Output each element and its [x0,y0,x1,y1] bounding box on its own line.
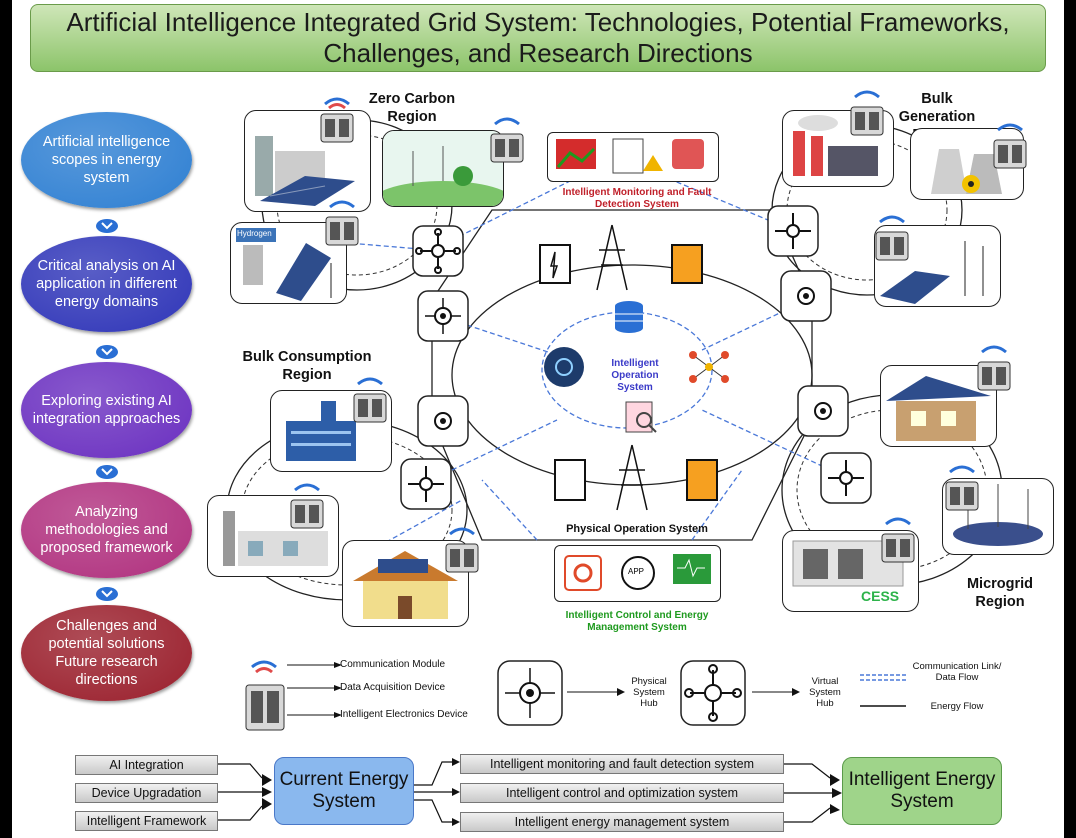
intelligent-device-icon [325,200,359,246]
intelligent-energy-system: Intelligent Energy System [842,757,1002,825]
zero-carbon-region-label: Zero Carbon Region [368,91,456,125]
step-oval-5: Challenges and potential solutions Futur… [21,605,192,701]
physical-hub-icon [797,385,849,437]
database-icon [615,301,643,333]
intelligent-device-icon [320,97,354,143]
chevron-down-icon [96,587,118,601]
step-label-1: Artificial intelligence scopes in energy… [42,134,171,186]
legend-arrow [567,688,625,696]
control-system-label: Intelligent Control and Energy Managemen… [565,610,709,633]
input-device-upgradation: Device Upgradation [75,783,218,803]
chevron-down-icon [96,465,118,479]
microgrid-region-label: Microgrid Region [966,576,1034,610]
step-oval-3: Exploring existing AI integration approa… [21,362,192,458]
intelligent-device-icon [977,345,1011,391]
industrial-building-image [270,390,392,472]
intelligent-device-icon [353,377,387,423]
intelligent-device-icon [875,215,909,261]
step-oval-4: Analyzing methodologies and proposed fra… [21,482,192,578]
legend-energy-flow: Energy Flow [930,701,984,712]
virtual-hub-icon [767,205,819,257]
figure-canvas: Artificial Intelligence Integrated Grid … [12,0,1064,838]
legend-physical-hub-icon [497,660,563,726]
system-management: Intelligent energy management system [460,812,784,832]
step-label-2: Critical analysis on AI application in d… [36,258,177,310]
intelligent-device-icon [290,483,324,529]
intelligent-device-icon [881,517,915,563]
transmission-tower-icon [539,224,703,291]
step-label-5: Challenges and potential solutions Futur… [48,618,165,688]
figure-title: Artificial Intelligence Integrated Grid … [66,7,1010,68]
legend-arrow [752,688,800,696]
chevron-down-icon [96,219,118,233]
legend-data-acquisition: Data Acquisition Device [340,682,446,693]
analytics-icon [625,401,657,433]
legend-ied: Intelligent Electronics Device [340,709,468,720]
factory-image [207,495,339,577]
virtual-hub-icon [400,458,452,510]
transmission-tower-icon [554,444,718,511]
solar-wind-farm-image [874,225,1001,307]
legend-comm-link: Communication Link/ Data Flow [912,661,1002,683]
solar-factory-image [244,110,371,212]
intelligent-device-icon [945,465,979,511]
physical-hub-icon [417,395,469,447]
intelligent-device-icon [993,123,1027,169]
physical-hub-icon [780,270,832,322]
intelligent-device-icon [490,117,524,163]
green-city-image [382,130,504,207]
wind-solar-microgrid-image [942,478,1054,555]
cess-label: CESS [861,588,900,604]
solar-home-image [880,365,997,447]
legend-communication-module: Communication Module [340,659,446,670]
system-control: Intelligent control and optimization sys… [460,783,784,803]
operation-system-label: Intelligent Operation System [611,358,659,393]
legend-device-icon [245,660,342,731]
monitoring-icons-box [547,132,719,182]
input-ai-integration: AI Integration [75,755,218,775]
neural-network-icon [689,351,729,383]
physical-system-label: Physical Operation System [566,523,708,535]
intelligent-device-icon [850,90,884,136]
virtual-hub-icon [820,452,872,504]
power-plant-image [782,110,894,187]
step-oval-2: Critical analysis on AI application in d… [21,236,192,332]
control-icons-box: APP [554,545,721,602]
solar-house-image [342,540,469,627]
step-label-3: Exploring existing AI integration approa… [32,393,181,427]
title-banner: Artificial Intelligence Integrated Grid … [30,4,1046,72]
intelligent-device-icon [445,527,479,573]
legend-line-samples [860,674,906,707]
step-oval-1: Artificial intelligence scopes in energy… [21,112,192,208]
legend-virtual-hub: Virtual System Hub [809,676,841,709]
monitoring-system-label: Intelligent Monitoring and Fault Detecti… [562,187,712,210]
system-monitoring: Intelligent monitoring and fault detecti… [460,754,784,774]
legend-physical-hub: Physical System Hub [631,676,667,709]
step-label-4: Analyzing methodologies and proposed fra… [40,504,173,556]
legend-virtual-hub-icon [680,660,746,726]
cess-storage-image: CESS [782,530,919,612]
physical-hub-icon [417,290,469,342]
ai-gear-icon [544,347,584,387]
app-label: APP [628,567,645,576]
hydrogen-label: Hydrogen [237,229,272,238]
input-intelligent-framework: Intelligent Framework [75,811,218,831]
current-energy-system: Current Energy System [274,757,414,825]
flow-arrows [218,758,842,826]
chevron-down-icon [96,345,118,359]
bulk-consumption-region-label: Bulk Consumption Region [242,349,372,383]
virtual-hub-icon [412,225,464,277]
hydrogen-solar-wind-image: Hydrogen [230,222,347,304]
